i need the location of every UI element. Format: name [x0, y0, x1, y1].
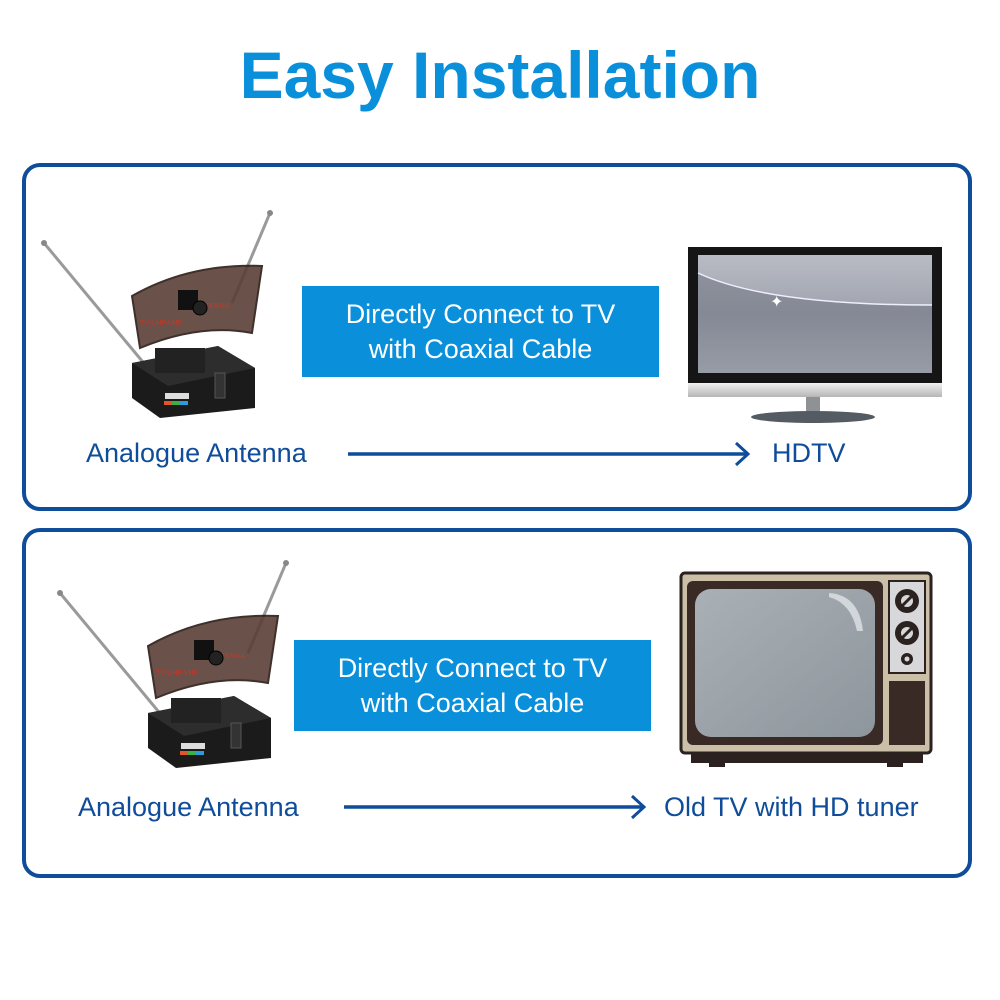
page-title: Easy Installation [239, 38, 761, 112]
callout-line-1: Directly Connect to TV [337, 652, 608, 683]
source-label: Analogue Antenna [78, 792, 299, 822]
right-arrow-icon [344, 794, 647, 820]
callout-line-2: with Coaxial Cable [360, 687, 585, 718]
svg-text:ANTENNA: ANTENNA [195, 302, 229, 310]
svg-text:TV-UHF-VHF: TV-UHF-VHF [155, 669, 198, 677]
svg-text:TV-UHF-VHF: TV-UHF-VHF [139, 319, 182, 327]
source-label: Analogue Antenna [86, 438, 307, 468]
right-arrow-icon [348, 441, 751, 467]
callout-box-2: Directly Connect to TV with Coaxial Cabl… [294, 640, 651, 731]
target-label: Old TV with HD tuner [664, 792, 919, 822]
analogue-antenna-image: TV-UHF-VHF ANTENNA [57, 560, 289, 768]
flat-hdtv-image: ✦ [688, 247, 942, 423]
target-label: HDTV [772, 438, 846, 468]
old-crt-tv-image [679, 571, 933, 767]
callout-line-1: Directly Connect to TV [345, 298, 616, 329]
callout-line-2: with Coaxial Cable [368, 333, 593, 364]
callout-box-1: Directly Connect to TV with Coaxial Cabl… [302, 286, 659, 377]
svg-text:✦: ✦ [770, 292, 783, 311]
analogue-antenna-image: TV-UHF-VHF ANTENNA [41, 210, 273, 418]
svg-text:ANTENNA: ANTENNA [211, 652, 245, 660]
